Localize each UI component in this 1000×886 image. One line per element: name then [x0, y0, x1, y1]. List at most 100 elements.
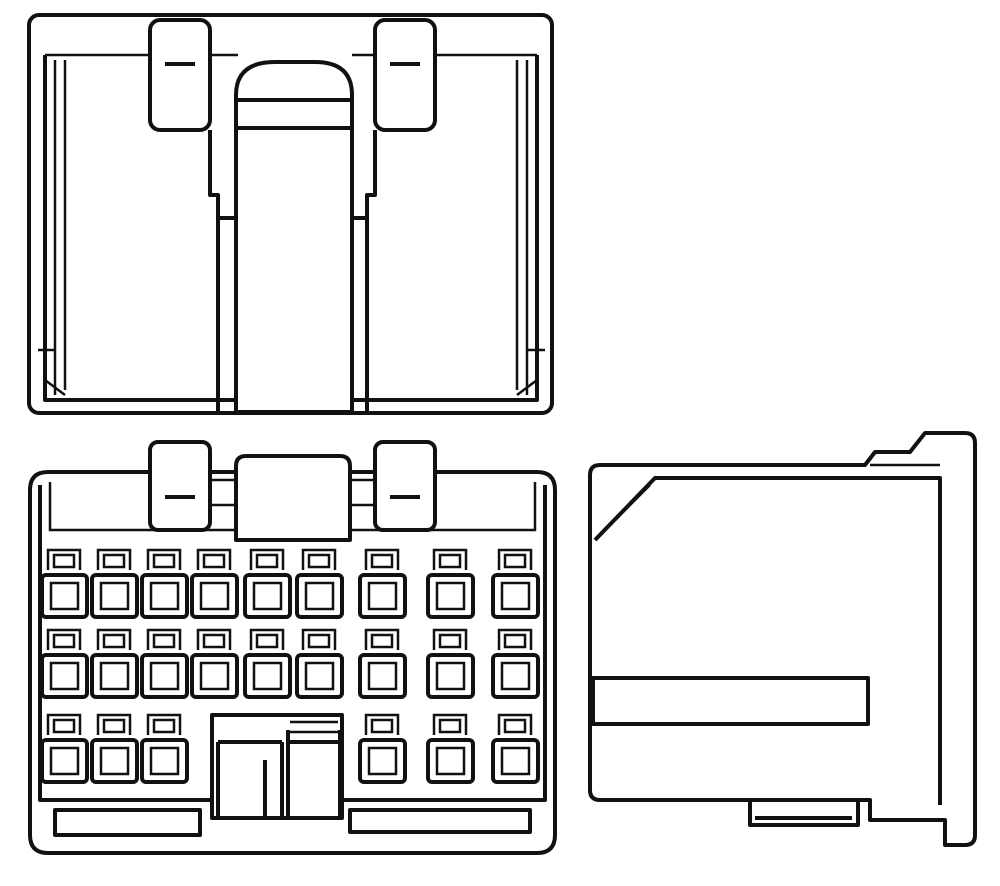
- bottom-right-tab: [348, 808, 532, 834]
- cavity-latch-window: [370, 633, 394, 649]
- front-center-lock: [234, 454, 352, 542]
- cavity-latch: [96, 548, 132, 570]
- front-view: [28, 440, 557, 855]
- cavity-latch: [196, 548, 232, 570]
- terminal-cavity: [90, 738, 139, 784]
- terminal-cavity: [40, 738, 89, 784]
- terminal-cavity: [90, 573, 139, 619]
- terminal-cavity-inner: [252, 581, 283, 611]
- cavity-latch-window: [255, 553, 279, 569]
- cavity-latch: [364, 713, 400, 735]
- cavity-latch: [364, 548, 400, 570]
- cavity-latch: [301, 548, 337, 570]
- terminal-cavity-inner: [49, 661, 80, 691]
- cavity-latch: [497, 713, 533, 735]
- keying-block: [210, 713, 344, 820]
- cavity-latch: [301, 628, 337, 650]
- terminal-cavity: [426, 653, 475, 699]
- cavity-latch-window: [370, 553, 394, 569]
- cavity-latch-window: [255, 633, 279, 649]
- cavity-latch-window: [307, 553, 331, 569]
- side-view: [588, 431, 977, 847]
- terminal-cavity-inner: [435, 661, 466, 691]
- right-latch: [373, 18, 437, 132]
- cavity-latch-window: [152, 718, 176, 734]
- keying-block-detail: [216, 730, 342, 818]
- cavity-latch-window: [503, 553, 527, 569]
- side-inner-edge: [593, 476, 942, 805]
- terminal-cavity-inner: [199, 661, 230, 691]
- lock-guides: [210, 478, 375, 507]
- terminal-cavity-inner: [99, 581, 130, 611]
- cavity-latch: [96, 628, 132, 650]
- terminal-cavity: [426, 573, 475, 619]
- terminal-cavity: [140, 653, 189, 699]
- cavity-latch-window: [52, 633, 76, 649]
- cavity-latch: [432, 628, 468, 650]
- side-view-outline: [588, 431, 977, 847]
- cavity-latch: [46, 548, 82, 570]
- cavity-latch-window: [307, 633, 331, 649]
- cavity-latch-window: [102, 633, 126, 649]
- terminal-cavity-inner: [252, 661, 283, 691]
- terminal-cavity-inner: [149, 581, 180, 611]
- bottom-left-tab: [53, 808, 202, 837]
- terminal-cavity: [40, 573, 89, 619]
- terminal-cavity: [140, 738, 189, 784]
- terminal-cavity-inner: [367, 746, 398, 776]
- front-view-outline: [28, 470, 557, 855]
- latch-arms: [208, 130, 377, 412]
- terminal-cavity: [358, 738, 407, 784]
- terminal-cavity: [426, 738, 475, 784]
- cavity-latch-window: [52, 553, 76, 569]
- terminal-cavity: [295, 573, 344, 619]
- terminal-cavity-inner: [99, 661, 130, 691]
- side-rib: [591, 676, 870, 726]
- terminal-cavity-inner: [49, 581, 80, 611]
- terminal-cavity: [491, 573, 540, 619]
- terminal-cavity: [358, 653, 407, 699]
- cavity-latch-window: [438, 553, 462, 569]
- cavity-latch: [432, 713, 468, 735]
- terminal-cavity: [295, 653, 344, 699]
- keying-ribs: [290, 720, 338, 734]
- cavity-latch-window: [438, 633, 462, 649]
- terminal-cavity-inner: [49, 746, 80, 776]
- cavity-latch: [249, 628, 285, 650]
- terminal-cavity: [243, 573, 292, 619]
- terminal-cavity: [190, 653, 239, 699]
- left-latch: [148, 18, 212, 132]
- terminal-cavity: [243, 653, 292, 699]
- cavity-latch-window: [102, 718, 126, 734]
- terminal-cavity-inner: [304, 581, 335, 611]
- cavity-latch-window: [152, 553, 176, 569]
- terminal-cavity-inner: [99, 746, 130, 776]
- cavity-latch-window: [503, 718, 527, 734]
- terminal-cavity: [358, 573, 407, 619]
- terminal-cavity-inner: [367, 661, 398, 691]
- terminal-cavity: [491, 653, 540, 699]
- terminal-cavity: [491, 738, 540, 784]
- cavity-latch: [196, 628, 232, 650]
- cavity-latch: [146, 628, 182, 650]
- terminal-cavity-inner: [500, 746, 531, 776]
- front-left-latch: [148, 440, 212, 532]
- terminal-cavity-inner: [500, 581, 531, 611]
- terminal-cavity-inner: [149, 661, 180, 691]
- terminal-cavity: [190, 573, 239, 619]
- terminal-cavity-inner: [367, 581, 398, 611]
- cavity-latch-window: [503, 633, 527, 649]
- terminal-cavity-inner: [199, 581, 230, 611]
- cavity-latch-window: [438, 718, 462, 734]
- side-chamfer: [599, 463, 940, 536]
- terminal-cavity-inner: [500, 661, 531, 691]
- front-right-latch: [373, 440, 437, 532]
- terminal-cavity: [140, 573, 189, 619]
- terminal-cavity-inner: [435, 746, 466, 776]
- cavity-latch-window: [52, 718, 76, 734]
- cavity-latch: [432, 548, 468, 570]
- cavity-latch-window: [152, 633, 176, 649]
- center-lock-lines: [236, 98, 352, 130]
- side-rails: [53, 60, 529, 395]
